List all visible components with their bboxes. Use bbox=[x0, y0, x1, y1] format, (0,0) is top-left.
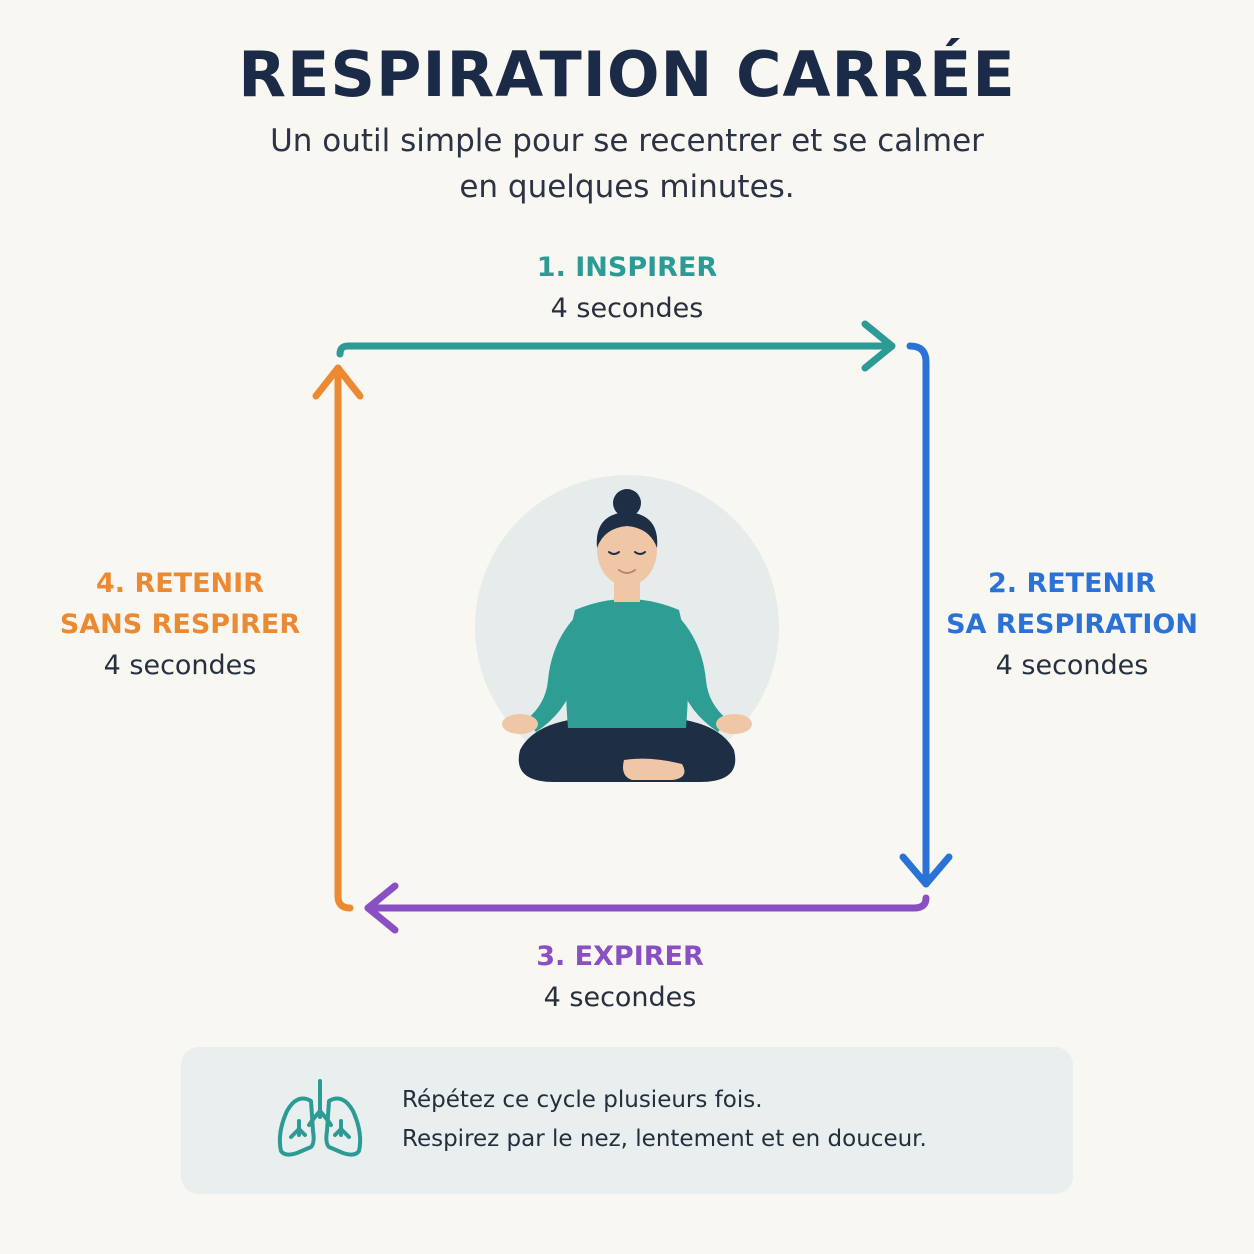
subtitle-line-1: Un outil simple pour se recentrer et se … bbox=[270, 123, 984, 159]
page-title: RESPIRATION CARRÉE bbox=[238, 38, 1016, 111]
step-hold-out-label-2: SANS RESPIRER bbox=[59, 609, 301, 640]
tip-line-1: Répétez ce cycle plusieurs fois. bbox=[402, 1087, 763, 1113]
tip-text: Répétez ce cycle plusieurs fois. Respire… bbox=[402, 1081, 927, 1159]
tip-box: Répétez ce cycle plusieurs fois. Respire… bbox=[181, 1047, 1073, 1194]
arrow-hold-in bbox=[899, 342, 953, 888]
step-hold-in: 2. RETENIR SA RESPIRATION 4 secondes bbox=[922, 563, 1222, 686]
step-inspire-label: 1. INSPIRER bbox=[536, 252, 718, 283]
arrow-hold-out bbox=[312, 364, 364, 912]
subtitle-line-2: en quelques minutes. bbox=[459, 169, 795, 205]
page-subtitle: Un outil simple pour se recentrer et se … bbox=[0, 118, 1254, 210]
step-exhale: 3. EXPIRER 4 secondes bbox=[420, 936, 820, 1018]
step-hold-in-label-2: SA RESPIRATION bbox=[946, 609, 1198, 640]
step-exhale-duration: 4 secondes bbox=[543, 982, 697, 1013]
lungs-icon bbox=[277, 1079, 363, 1157]
step-hold-out: 4. RETENIR SANS RESPIRER 4 secondes bbox=[30, 563, 330, 686]
step-hold-in-duration: 4 secondes bbox=[995, 650, 1149, 681]
step-inspire-duration: 4 secondes bbox=[550, 293, 704, 324]
step-inspire: 1. INSPIRER 4 secondes bbox=[427, 247, 827, 329]
meditating-person-illustration bbox=[475, 475, 779, 782]
tip-line-2: Respirez par le nez, lentement et en dou… bbox=[402, 1126, 927, 1152]
step-exhale-label: 3. EXPIRER bbox=[536, 941, 704, 972]
step-hold-out-duration: 4 secondes bbox=[103, 650, 257, 681]
step-hold-in-label-1: 2. RETENIR bbox=[988, 568, 1156, 599]
arrow-inspire bbox=[336, 320, 896, 372]
arrow-exhale bbox=[364, 882, 930, 934]
step-hold-out-label-1: 4. RETENIR bbox=[96, 568, 264, 599]
